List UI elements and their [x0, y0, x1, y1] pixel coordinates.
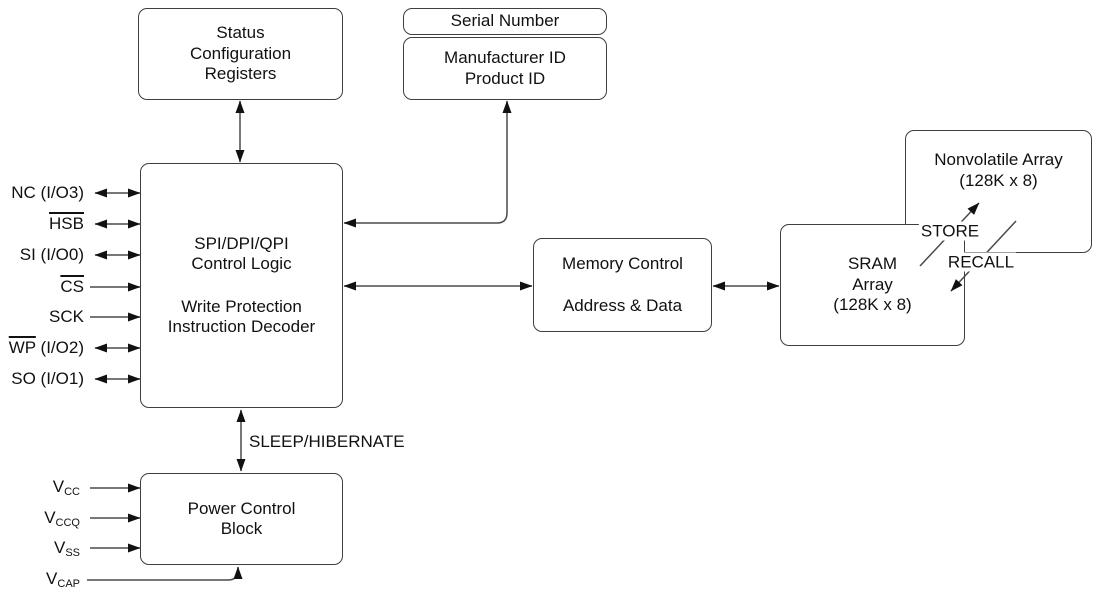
pin-label-vccq: VCCQ — [0, 508, 80, 529]
box-line: Manufacturer ID — [444, 48, 566, 67]
memory-control-box: Memory Control Address & Data — [533, 238, 712, 332]
pin-label-vss: VSS — [0, 538, 80, 559]
power-control-block-box: Power Control Block — [140, 473, 343, 565]
sleep-hibernate-label: SLEEP/HIBERNATE — [249, 432, 405, 451]
pin-text: V — [46, 569, 58, 588]
pin-subscript: SS — [65, 547, 80, 559]
pin-text: SI (I/O0) — [19, 245, 84, 264]
pin-text-overline: HSB — [49, 214, 84, 233]
pin-label-cs: CS — [0, 277, 84, 297]
pin-subscript: CC — [64, 486, 80, 498]
box-line: Serial Number — [450, 11, 560, 31]
box-line: Instruction Decoder — [167, 317, 316, 336]
box-line: Nonvolatile Array — [934, 150, 1063, 169]
store-label: STORE — [918, 221, 982, 241]
pin-label-nc-io3: NC (I/O3) — [0, 183, 84, 203]
box-line: Write Protection — [181, 296, 302, 316]
pin-text: NC (I/O3) — [11, 183, 84, 202]
pin-label-hsb: HSB — [0, 214, 84, 234]
pin-subscript: CCQ — [55, 517, 80, 529]
box-line: Array — [852, 274, 893, 294]
pin-label-si-io0: SI (I/O0) — [0, 245, 84, 265]
box-line: Power Control — [187, 498, 296, 518]
recall-label: RECALL — [945, 252, 1017, 272]
pin-subscript: CAP — [57, 578, 80, 590]
box-line: (128K x 8) — [959, 170, 1038, 190]
box-line: Block — [220, 519, 263, 538]
box-line: Control Logic — [191, 254, 292, 273]
box-line: Registers — [204, 64, 277, 84]
box-line: SRAM — [847, 254, 898, 274]
box-line: Address & Data — [562, 295, 683, 315]
pin-text: SCK — [49, 307, 84, 326]
box-line: Product ID — [464, 68, 546, 88]
pin-text-overline: WP — [8, 338, 36, 357]
pin-text-overline: CS — [60, 277, 84, 296]
pin-text: V — [52, 477, 65, 496]
pin-text: V — [53, 538, 66, 557]
serial-number-box: Serial Number — [403, 8, 607, 35]
box-line: SPI/DPI/QPI — [194, 233, 289, 253]
pin-text: (I/O2) — [35, 338, 84, 357]
status-configuration-registers-box: Status Configuration Registers — [138, 8, 343, 100]
box-line: Configuration — [189, 43, 292, 63]
pin-label-vcc: VCC — [0, 477, 80, 498]
box-line: (128K x 8) — [833, 295, 912, 315]
id-control-elbow-arrow — [343, 100, 512, 228]
box-line: Status — [216, 23, 265, 43]
vcap-connector — [87, 566, 243, 581]
box-line: Memory Control — [562, 254, 683, 273]
pin-label-vcap: VCAP — [0, 569, 80, 590]
pin-label-so-io1: SO (I/O1) — [0, 369, 84, 389]
manufacturer-product-id-box: Manufacturer ID Product ID — [403, 37, 607, 100]
pin-label-sck: SCK — [0, 307, 84, 327]
pin-text: SO (I/O1) — [11, 369, 84, 388]
pin-text: V — [44, 508, 56, 527]
control-logic-box: SPI/DPI/QPI Control Logic Write Protecti… — [140, 163, 343, 408]
pin-label-wp-io2: WP (I/O2) — [0, 338, 84, 358]
sram-array-box: SRAM Array (128K x 8) — [780, 224, 965, 346]
